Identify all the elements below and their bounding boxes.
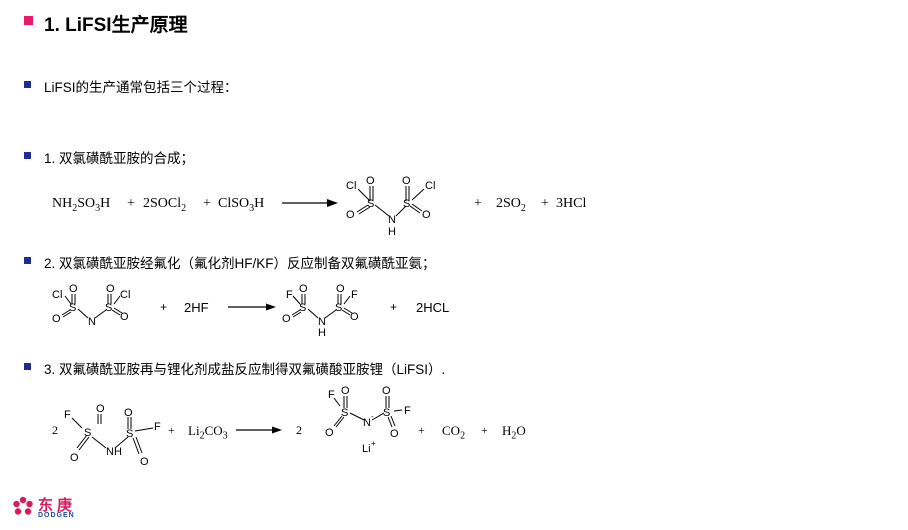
atom-o: O bbox=[336, 283, 345, 295]
atom-cl: Cl bbox=[346, 180, 356, 192]
title-bullet bbox=[24, 16, 33, 25]
atom-o: O bbox=[390, 428, 399, 440]
logo-text: 东庚 bbox=[38, 497, 77, 514]
atom-o: O bbox=[346, 209, 355, 221]
atom-n: N bbox=[88, 316, 96, 328]
atom-o: O bbox=[325, 427, 334, 439]
reaction2-plus-2: + bbox=[390, 300, 398, 314]
atom-o: O bbox=[52, 313, 61, 325]
reaction2-reagent-hf: 2HF bbox=[184, 300, 209, 315]
atom-o: O bbox=[402, 175, 411, 187]
atom-f: F bbox=[286, 289, 293, 301]
reaction1-product-molecule: Cl O S O N H S O Cl O bbox=[346, 175, 435, 238]
atom-o: O bbox=[341, 385, 350, 397]
reaction1-plus-4: + bbox=[541, 196, 549, 211]
atom-o: O bbox=[124, 407, 133, 419]
step1-bullet bbox=[24, 152, 31, 159]
atom-s: S bbox=[105, 302, 112, 314]
reaction1-byproduct-so2: 2SO2 bbox=[496, 196, 526, 214]
reaction3-plus-2: + bbox=[418, 423, 425, 437]
reaction3-arrow bbox=[236, 426, 282, 434]
atom-s: S bbox=[341, 407, 348, 419]
atom-s: S bbox=[299, 302, 306, 314]
atom-o: O bbox=[96, 403, 105, 415]
reaction1-byproduct-hcl: 3HCl bbox=[556, 196, 587, 211]
atom-o: O bbox=[350, 311, 359, 323]
atom-f: F bbox=[64, 409, 71, 421]
atom-n: N bbox=[106, 446, 114, 458]
atom-o: O bbox=[422, 209, 431, 221]
atom-o: O bbox=[140, 456, 149, 468]
flower-icon bbox=[13, 496, 33, 515]
atom-s: S bbox=[84, 427, 91, 439]
reaction1-plus-1: + bbox=[127, 196, 135, 211]
reaction1-arrow bbox=[282, 199, 338, 207]
reaction2-arrow bbox=[228, 303, 276, 311]
atom-cl: Cl bbox=[52, 289, 62, 301]
atom-s: S bbox=[335, 302, 342, 314]
step1-text: 1. 双氯磺酰亚胺的合成； bbox=[44, 151, 195, 166]
reaction3-coefficient-product: 2 bbox=[296, 423, 302, 437]
step2-bullet bbox=[24, 257, 31, 264]
intro-text: LiFSI的生产通常包括三个过程： bbox=[44, 80, 238, 95]
atom-f: F bbox=[154, 421, 161, 433]
lithium-cation: Li bbox=[362, 443, 371, 455]
reaction1-reactant-c: ClSO3H bbox=[218, 196, 265, 214]
reaction1-plus-2: + bbox=[203, 196, 211, 211]
atom-o: O bbox=[69, 283, 78, 295]
logo-subtext: DODGEN bbox=[38, 512, 75, 519]
reaction2-product-molecule: F O S O N H S O F O bbox=[282, 283, 359, 339]
reaction3-reagent-li2co3: Li2CO3 bbox=[188, 423, 228, 442]
step2-text: 2. 双氯磺酰亚胺经氟化（氟化剂HF/KF）反应制备双氟磺酰亚氨； bbox=[44, 256, 436, 271]
atom-o: O bbox=[120, 311, 129, 323]
atom-s: S bbox=[126, 428, 133, 440]
atom-o: O bbox=[106, 283, 115, 295]
atom-n: N bbox=[363, 417, 371, 429]
atom-s: S bbox=[403, 198, 410, 210]
atom-h: H bbox=[114, 446, 122, 458]
atom-cl: Cl bbox=[425, 180, 435, 192]
reaction2-plus-1: + bbox=[160, 300, 168, 314]
atom-o: O bbox=[366, 175, 375, 187]
negative-charge: - bbox=[371, 412, 374, 421]
step3-bullet bbox=[24, 363, 31, 370]
atom-s: S bbox=[69, 302, 76, 314]
atom-cl: Cl bbox=[120, 289, 130, 301]
atom-o: O bbox=[299, 283, 308, 295]
atom-h: H bbox=[318, 327, 326, 339]
atom-s: S bbox=[383, 407, 390, 419]
atom-s: S bbox=[367, 198, 374, 210]
atom-n: N bbox=[388, 214, 396, 226]
atom-h: H bbox=[388, 226, 396, 238]
intro-bullet bbox=[24, 81, 31, 88]
reaction3-byproduct-co2: CO2 bbox=[442, 423, 466, 442]
reaction3-byproduct-h2o: H2O bbox=[502, 423, 526, 442]
atom-f: F bbox=[328, 389, 335, 401]
reaction3-reactant-molecule: F O S O N H S O F O bbox=[64, 403, 161, 468]
atom-f: F bbox=[404, 405, 411, 417]
reaction3-plus-1: + bbox=[168, 423, 175, 437]
reaction2-reactant-molecule: Cl O S O N S O Cl O bbox=[52, 283, 130, 328]
atom-o: O bbox=[70, 452, 79, 464]
atom-n: N bbox=[318, 316, 326, 328]
reaction3-product-molecule: F O S O N - S O F O Li + bbox=[325, 385, 411, 455]
reaction3-plus-3: + bbox=[481, 423, 488, 437]
reaction3-coefficient-reactant: 2 bbox=[52, 423, 58, 437]
reaction2-byproduct-hcl: 2HCL bbox=[416, 300, 450, 315]
atom-f: F bbox=[351, 289, 358, 301]
step3-text: 3. 双氟磺酰亚胺再与锂化剂成盐反应制得双氟磺酸亚胺锂（LiFSI）. bbox=[44, 362, 446, 377]
reaction1-plus-3: + bbox=[474, 196, 482, 211]
atom-o: O bbox=[282, 313, 291, 325]
positive-charge: + bbox=[371, 439, 376, 448]
atom-o: O bbox=[382, 385, 391, 397]
reaction1-reactant-a: NH2SO3H bbox=[52, 196, 111, 214]
reaction1-reactant-b: 2SOCl2 bbox=[143, 196, 187, 214]
page-title: 1. LiFSI生产原理 bbox=[44, 15, 188, 36]
